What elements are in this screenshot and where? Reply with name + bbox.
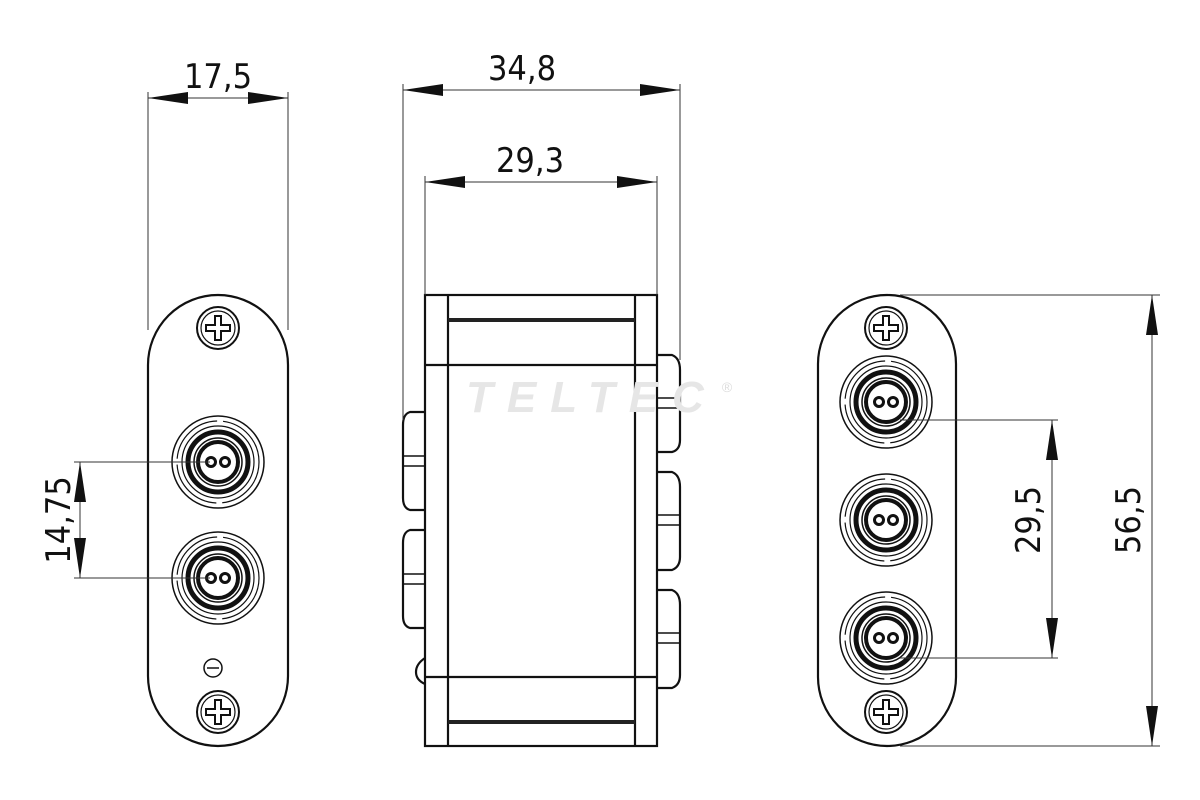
connector-socket-icon: [840, 356, 932, 448]
dim-connector-pitch-right: 29,5: [1009, 486, 1049, 554]
right-front-view: 29,5 56,5: [816, 293, 1160, 748]
ground-marker-icon: [203, 658, 223, 678]
screw-icon: [196, 690, 240, 734]
dim-connector-pitch-left: 14,75: [39, 476, 79, 564]
screw-icon: [196, 306, 240, 350]
connector-bump: [657, 353, 682, 690]
faceplate-outline: [816, 293, 958, 748]
watermark-text: TELTEC: [466, 373, 718, 422]
dim-body-depth: 29,3: [496, 141, 564, 181]
connector-socket-icon: [840, 474, 932, 566]
screw-icon: [864, 690, 908, 734]
left-front-view: 17,5 14,75: [39, 57, 290, 748]
dim-width-left: 17,5: [184, 57, 252, 97]
watermark-logo: TELTEC®: [466, 373, 733, 422]
housing-outline: [423, 293, 659, 748]
screw-icon: [864, 306, 908, 350]
connector-socket-icon: [840, 592, 932, 684]
dim-overall-depth: 34,8: [488, 49, 556, 89]
watermark-registered-mark: ®: [722, 379, 733, 395]
connector-bump: [401, 410, 426, 686]
faceplate-outline: [146, 293, 290, 748]
dim-overall-height: 56,5: [1109, 486, 1149, 554]
side-view: TELTEC® 34,8 29,3: [401, 49, 733, 748]
